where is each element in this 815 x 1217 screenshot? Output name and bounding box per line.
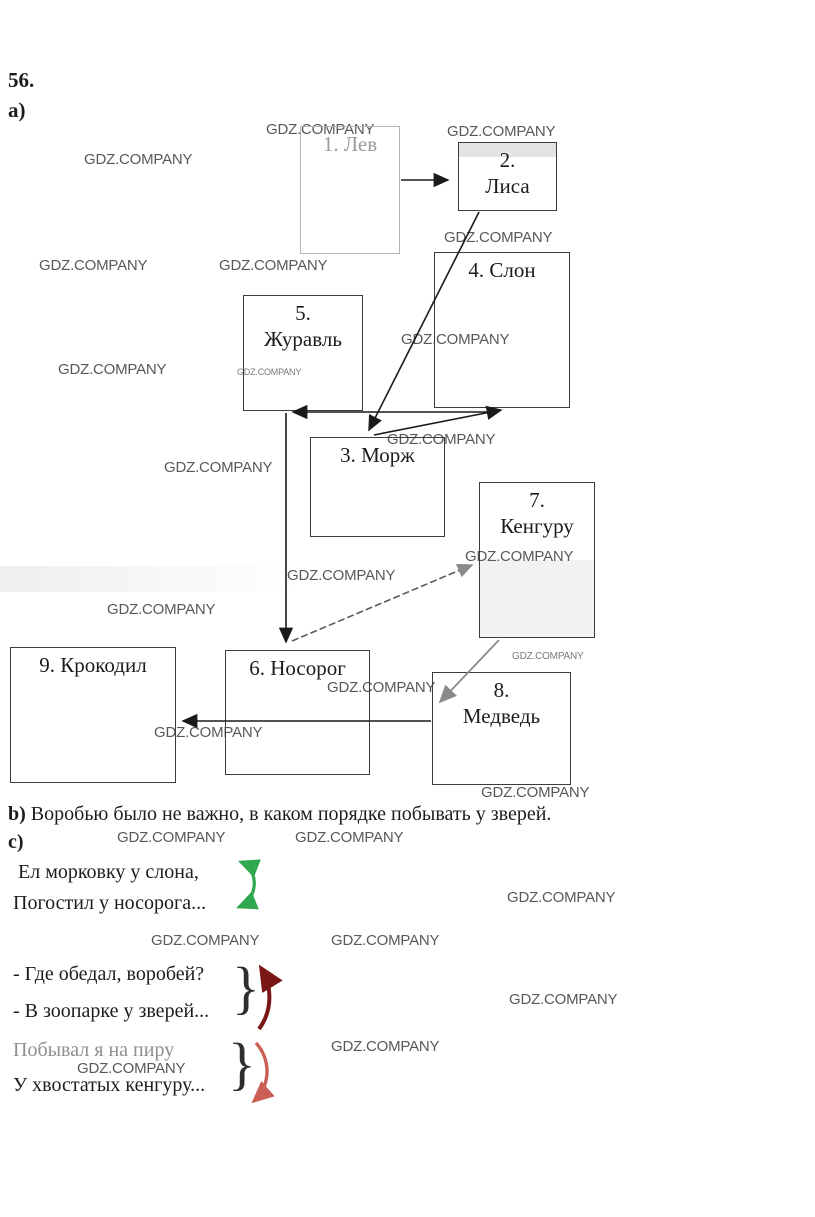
node-4-slon: 4. Слон	[434, 252, 570, 408]
red-down-arrow-icon	[251, 1041, 275, 1104]
part-b-line: b) Воробью было не важно, в каком порядк…	[8, 803, 551, 826]
part-c-label: с)	[8, 831, 24, 853]
watermark: GDZ.COMPANY	[117, 829, 226, 846]
watermark: GDZ.COMPANY	[331, 932, 440, 949]
watermark: GDZ.COMPANY	[154, 724, 263, 741]
watermark: GDZ.COMPANY	[465, 548, 574, 565]
node-1-lev: 1. Лев	[300, 126, 400, 254]
node-8-medved: 8. Медведь	[432, 672, 571, 785]
node-3-morzh: 3. Морж	[310, 437, 445, 537]
watermark: GDZ.COMPANY	[237, 367, 302, 377]
couplet2-line1: - Где обедал, воробей?	[13, 963, 205, 985]
couplet1-line2: Погостил у носорога...	[13, 892, 207, 914]
watermark: GDZ.COMPANY	[84, 151, 193, 168]
brace-couplet2: }	[232, 955, 260, 1020]
watermark: GDZ.COMPANY	[512, 651, 584, 662]
watermark: GDZ.COMPANY	[39, 257, 148, 274]
scan-smudge	[0, 566, 300, 592]
watermark: GDZ.COMPANY	[266, 121, 375, 138]
green-swap-arrow-icon	[236, 859, 261, 910]
watermark: GDZ.COMPANY	[58, 361, 167, 378]
scan-smudge-2	[479, 560, 595, 638]
watermark: GDZ.COMPANY	[444, 229, 553, 246]
couplet3-line2: У хвостатых кенгуру...	[13, 1074, 206, 1096]
watermark: GDZ.COMPANY	[164, 459, 273, 476]
watermark: GDZ.COMPANY	[219, 257, 328, 274]
couplet1-line1: Ел морковку у слона,	[18, 861, 199, 883]
watermark: GDZ.COMPANY	[481, 784, 590, 801]
node-2-lisa: 2. Лиса	[458, 142, 557, 211]
part-b-label: b)	[8, 803, 26, 825]
watermark: GDZ.COMPANY	[295, 829, 404, 846]
node-7-kenguru: 7. Кенгуру	[479, 482, 595, 638]
watermark: GDZ.COMPANY	[287, 567, 396, 584]
node-6-nosorog: 6. Носорог	[225, 650, 370, 775]
watermark: GDZ.COMPANY	[509, 991, 618, 1008]
node-5-zhuravl: 5. Журавль	[243, 295, 363, 411]
couplet3-line1: Побывал я на пиру	[13, 1039, 175, 1061]
watermark: GDZ.COMPANY	[331, 1038, 440, 1055]
watermark: GDZ.COMPANY	[507, 889, 616, 906]
watermark: GDZ.COMPANY	[151, 932, 260, 949]
watermark: GDZ.COMPANY	[327, 679, 436, 696]
exercise-number: 56.	[8, 68, 35, 92]
watermark: GDZ.COMPANY	[447, 123, 556, 140]
dark-red-up-arrow-icon	[257, 964, 283, 1031]
watermark: GDZ.COMPANY	[107, 601, 216, 618]
couplet2-line2: - В зоопарке у зверей...	[13, 1000, 210, 1022]
brace-couplet3: }	[228, 1031, 256, 1096]
part-a-label: а)	[8, 98, 26, 122]
part-b-text: Воробью было не важно, в каком порядке п…	[30, 803, 552, 825]
node-9-krokodil: 9. Крокодил	[10, 647, 176, 783]
watermark: GDZ.COMPANY	[77, 1060, 186, 1077]
